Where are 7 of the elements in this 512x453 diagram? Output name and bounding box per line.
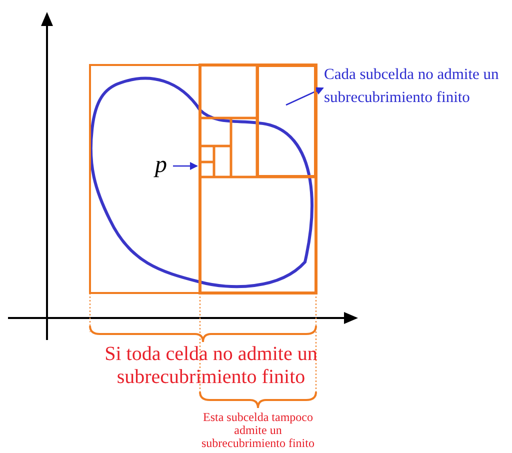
point-label: p: [155, 153, 168, 177]
arrow: [173, 162, 198, 170]
caption-text: Esta subcelda tampoco admite un subrecubrimiento finito: [200, 411, 316, 450]
annotation-text: Cada subcelda no admite un subrecubrimiento finito: [324, 65, 500, 108]
leader-arrow: [286, 87, 324, 106]
subcell: [257, 65, 316, 177]
caption-text: Si toda celda no admite un subrecubrimiento finito: [104, 343, 318, 389]
